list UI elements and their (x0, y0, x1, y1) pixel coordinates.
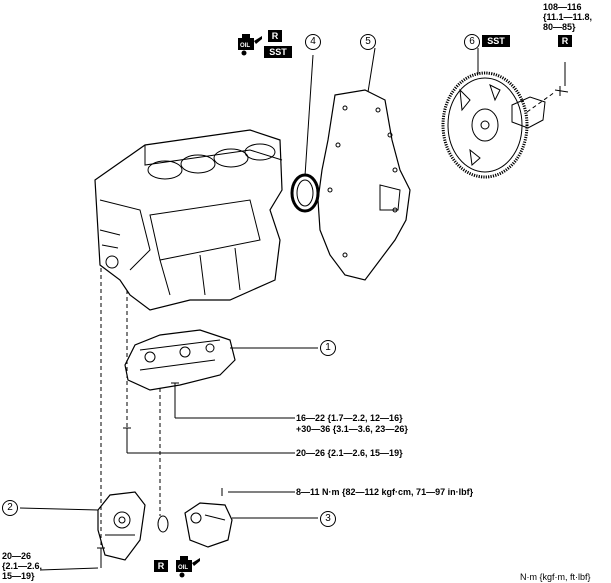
oil-pump-assembly (124, 329, 236, 391)
pump-bolt (171, 382, 179, 418)
cover-bolt-torque: 8—11 N·m {82—112 kgf·cm, 71—97 in·lbf} (296, 487, 474, 497)
flywheel-torque-2: {11.1—11.8, (543, 12, 593, 22)
replace-badge: R (268, 30, 282, 42)
callout-4: 4 (305, 34, 321, 50)
sst-badge-drive-plate: SST (482, 35, 510, 47)
left-bolt-torque-2: {2.1—2.6, (2, 561, 43, 571)
lower-bolt-torque: 20—26 {2.1—2.6, 15—19} (296, 448, 403, 458)
leader-lines (19, 47, 566, 571)
flywheel-torque-1: 108—116 (543, 2, 582, 12)
end-plate (317, 89, 411, 281)
cylinder-block (94, 129, 283, 311)
o-ring (157, 515, 169, 533)
left-bolt (97, 547, 105, 568)
callout-3: 3 (320, 511, 336, 527)
callout-1: 1 (320, 340, 336, 356)
replace-badge-flywheel-bolt: R (558, 35, 572, 47)
oil-can-icon: OIL (234, 30, 264, 61)
drive-plate (441, 71, 529, 179)
pump-bolt-torque-2: +30—36 {3.1—3.6, 23—26} (296, 424, 408, 434)
left-bolt-torque-1: 20—26 (2, 551, 32, 561)
callout-6: 6 (464, 34, 480, 50)
replace-badge-o-ring: R (154, 560, 168, 572)
sst-badge: SST (264, 46, 292, 58)
oil-can-icon-bottom: OIL (172, 552, 202, 583)
pump-cover (184, 502, 233, 548)
pump-bolt-torque-1: 16—22 {1.7—2.2, 12—16} (296, 413, 403, 423)
oil-seal (290, 173, 320, 213)
flywheel-bolt (554, 86, 569, 96)
oil-can-label: OIL (240, 43, 250, 49)
callout-2: 2 (2, 500, 18, 516)
end-plate-holes (327, 105, 401, 258)
alignment-lines (100, 91, 556, 545)
lower-bolt (123, 427, 131, 453)
units-note: N·m {kgf·m, ft·lbf} (520, 572, 591, 582)
cover-bolt (221, 488, 234, 496)
flywheel-torque-3: 80—85} (543, 22, 576, 32)
backing-plate (511, 96, 546, 129)
left-bolt-torque-3: 15—19} (2, 571, 35, 581)
oil-can-label-bottom: OIL (178, 565, 188, 571)
callout-5: 5 (360, 34, 376, 50)
lower-oil-pump (97, 491, 146, 561)
